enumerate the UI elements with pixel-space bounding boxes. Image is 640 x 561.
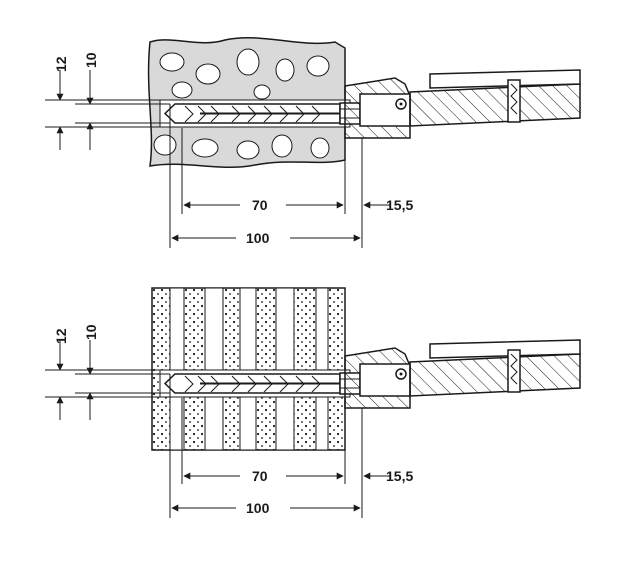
horizontal-dimension-lines — [169, 374, 390, 518]
glass-panel — [409, 69, 581, 127]
label-bracket-offset: 15,5 — [386, 197, 413, 213]
vertical-dimension-lines — [45, 70, 170, 150]
label-bore-outer: 12 — [53, 328, 69, 344]
horizontal-dimension-lines — [169, 104, 390, 248]
label-bracket-offset: 15,5 — [386, 468, 413, 484]
label-total-depth: 100 — [246, 230, 270, 246]
diagram-top: 12 10 70 15,5 100 — [45, 36, 581, 248]
hinge-bracket — [344, 77, 411, 139]
label-anchor-depth: 70 — [252, 197, 268, 213]
wall-plug — [159, 369, 351, 398]
label-bore-inner: 10 — [83, 52, 99, 68]
hollow-block-wall — [151, 287, 346, 451]
vertical-dimension-lines — [45, 340, 170, 420]
label-anchor-depth: 70 — [252, 468, 268, 484]
hinge-bracket — [344, 347, 411, 409]
label-bore-outer: 12 — [53, 56, 69, 72]
label-bore-inner: 10 — [83, 324, 99, 340]
wall-plug — [159, 99, 351, 128]
glass-panel — [409, 339, 581, 397]
label-total-depth: 100 — [246, 500, 270, 516]
diagram-bottom: 12 10 70 15,5 100 — [45, 287, 581, 518]
